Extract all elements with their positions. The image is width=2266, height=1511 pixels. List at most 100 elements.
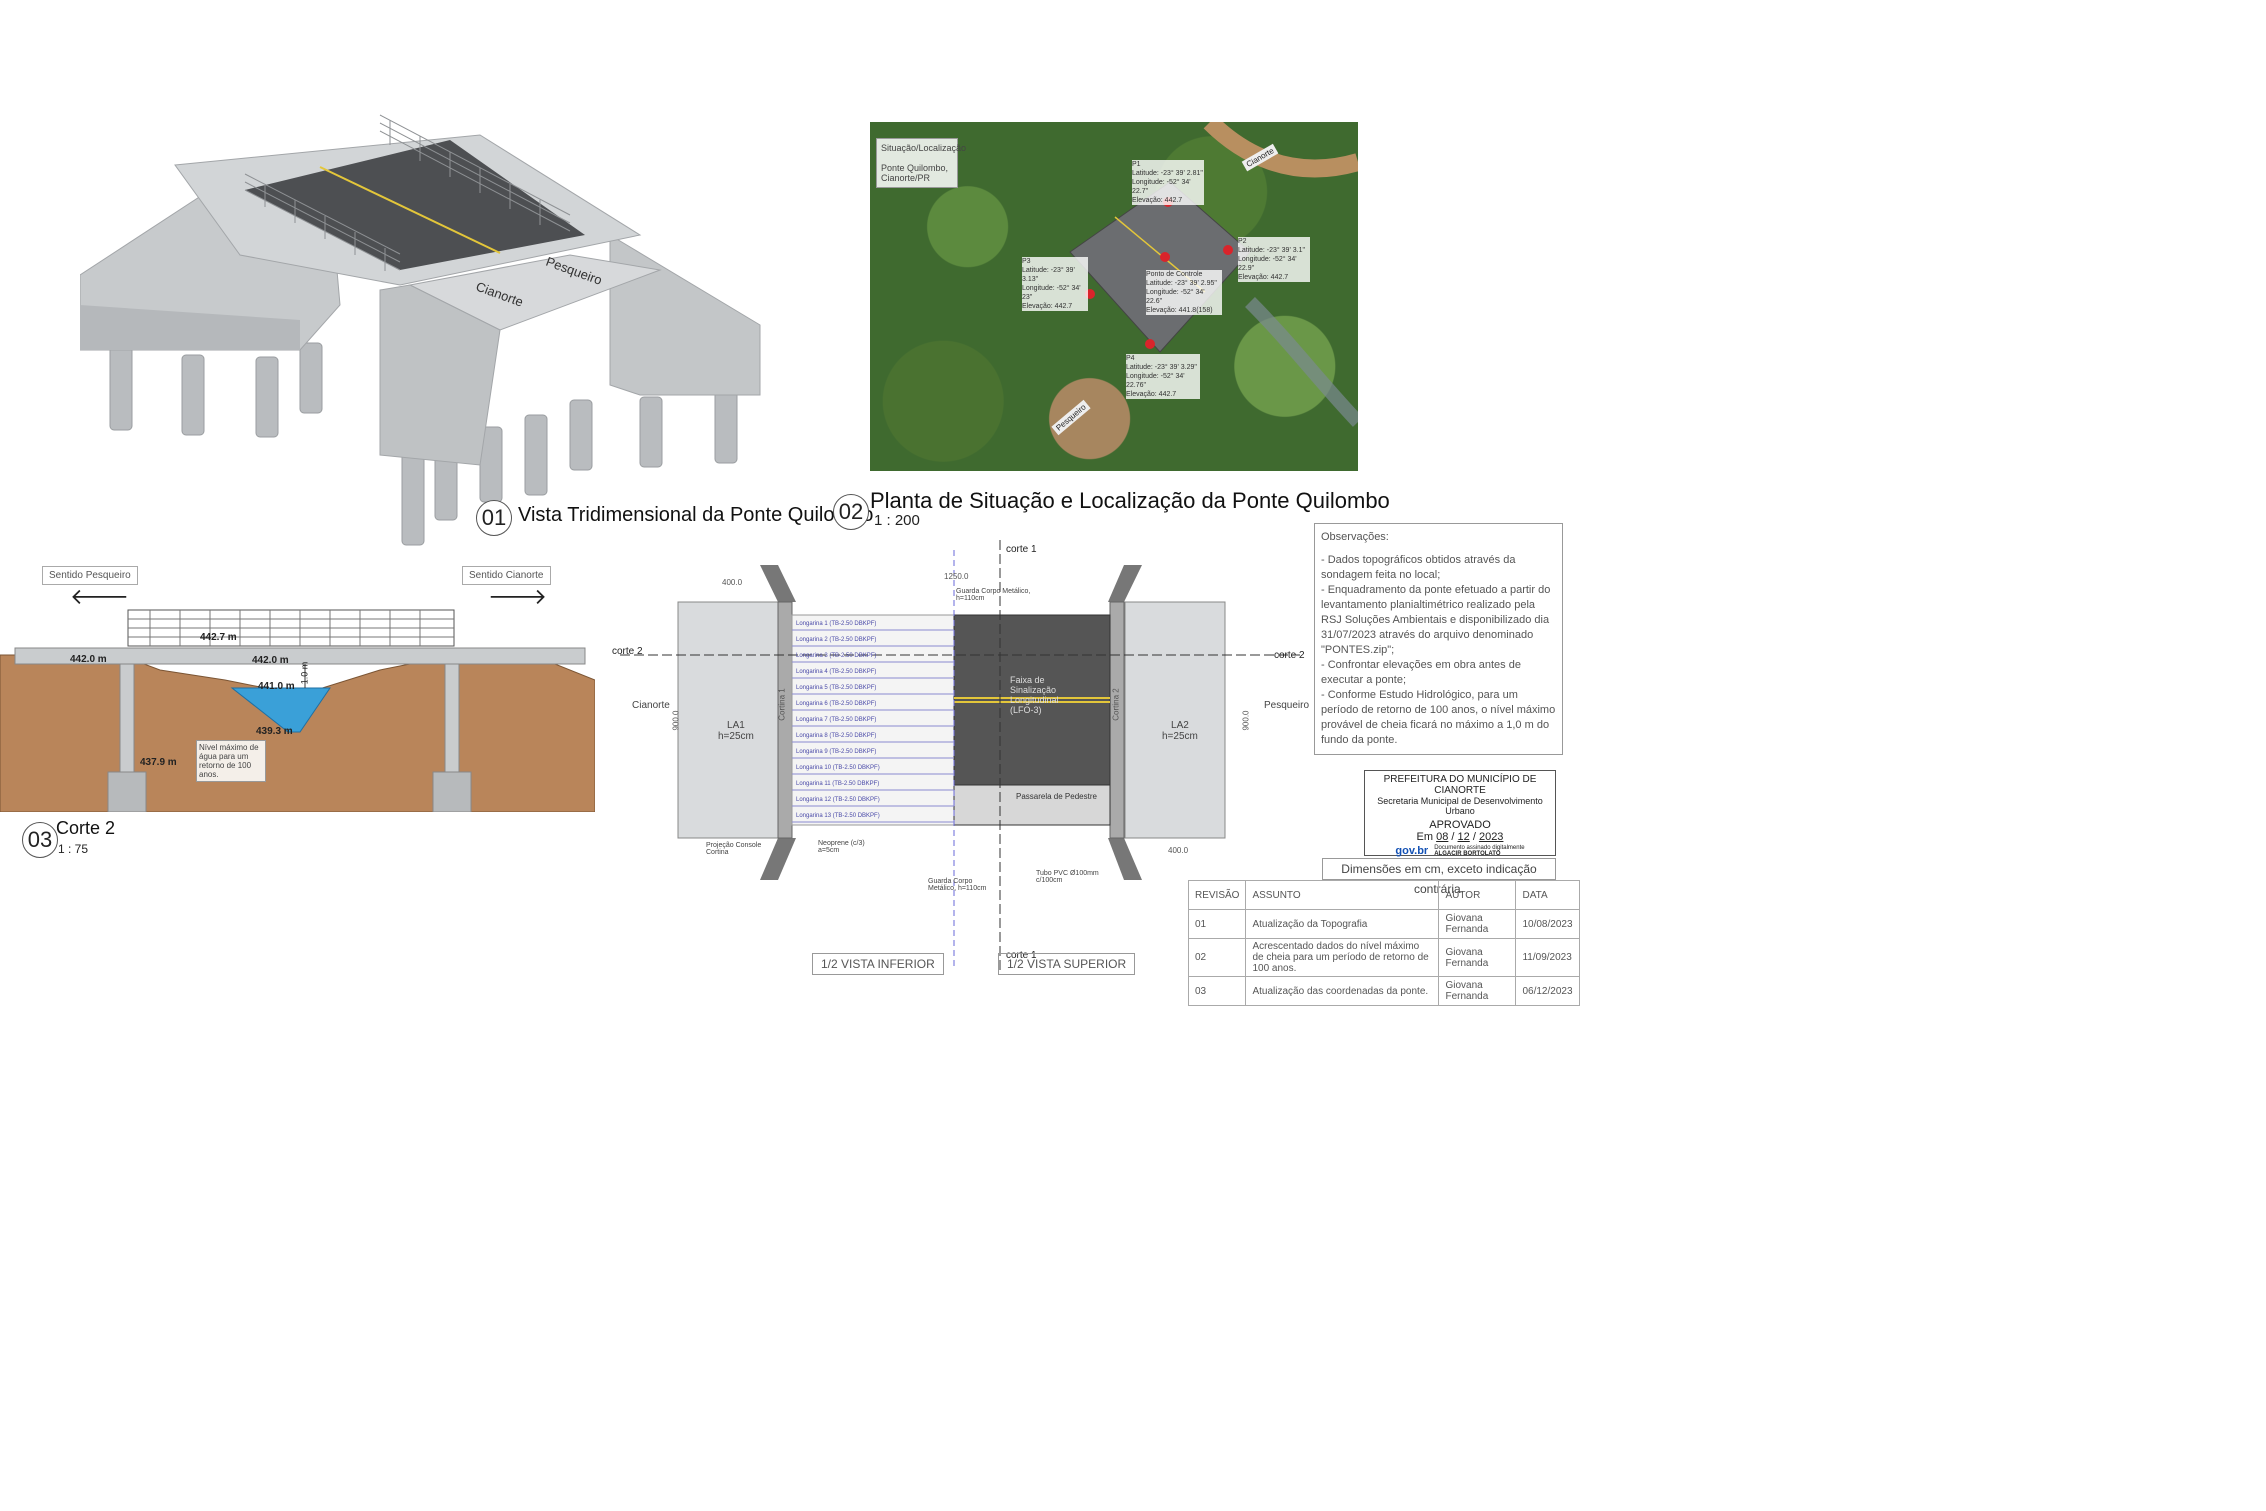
longarina-label: Longarina 3 (TB-2.50 DBKPF) xyxy=(796,653,877,659)
subject-col-header: ASSUNTO xyxy=(1245,880,1440,910)
bridge-3d-illustration: Cianorte Pesqueiro xyxy=(79,114,761,546)
author-cell: Giovana Fernanda xyxy=(1438,976,1517,1006)
dim-400-left: 400.0 xyxy=(722,578,743,587)
note-item-1: - Dados topográficos obtidos através da … xyxy=(1321,554,1516,581)
stamp-line1: PREFEITURA DO MUNICÍPIO DE CIANORTE xyxy=(1383,774,1537,796)
note-item-2: - Enquadramento da ponte efetuado a part… xyxy=(1321,584,1551,656)
situation-place: Ponte Quilombo, Cianorte/PR xyxy=(881,163,949,183)
note-item-3: - Confrontar elevações em obra antes de … xyxy=(1321,659,1521,686)
longarina-label: Longarina 9 (TB-2.50 DBKPF) xyxy=(796,749,877,755)
point-p3-name: P3 xyxy=(1022,258,1031,265)
view-01-number: 01 xyxy=(476,500,512,536)
point-control-label: Ponto de Controle Latitude: -23° 39' 2.9… xyxy=(1146,270,1222,315)
plan-dir-pesqueiro: Pesqueiro xyxy=(1264,700,1310,711)
view-03-scale: 1 : 75 xyxy=(58,842,89,856)
cortina-2-label: Cortina 2 xyxy=(1111,688,1121,721)
view-03-number: 03 xyxy=(22,822,58,858)
author-cell: Giovana Fernanda xyxy=(1438,938,1517,977)
dim-400-right: 400.0 xyxy=(1168,846,1189,855)
date-cell: 11/09/2023 xyxy=(1515,938,1580,977)
la2-h: h=25cm xyxy=(1162,731,1198,742)
corte1-bottom: corte 1 xyxy=(1006,950,1037,961)
subject-cell: Acrescentado dados do nível máximo de ch… xyxy=(1245,938,1440,977)
govbr-logo-icon: gov.br xyxy=(1395,845,1429,857)
dimension-note: Dimensões em cm, exceto indicação contrá… xyxy=(1322,858,1556,896)
arrow-left-icon: 🡐 xyxy=(70,584,129,609)
level-442-0-mid: 442.0 m xyxy=(252,655,289,666)
longarinas-list: Longarina 1 (TB-2.50 DBKPF)Longarina 2 (… xyxy=(796,616,946,824)
view-02-scale: 1 : 200 xyxy=(874,512,920,529)
stamp-signer: ALGACIR BORTOLATO xyxy=(1434,851,1501,857)
longarina-label: Longarina 8 (TB-2.50 DBKPF) xyxy=(796,733,877,739)
table-row: 03 Atualização das coordenadas da ponte.… xyxy=(1187,976,1580,1006)
stamp-day: 08 xyxy=(1436,831,1449,843)
corte2-left: corte 2 xyxy=(612,646,643,657)
point-p2-lon: Longitude: -52° 34' 22.9" xyxy=(1238,256,1297,272)
subject-cell: Atualização da Topografia xyxy=(1245,909,1440,939)
point-p4-elev: Elevação: 442.7 xyxy=(1126,391,1177,398)
arrow-right-icon: 🡒 xyxy=(488,584,547,609)
longarina-label: Longarina 7 (TB-2.50 DBKPF) xyxy=(796,717,877,723)
view-02-title: Planta de Situação e Localização da Pont… xyxy=(870,488,1390,513)
stamp-line2: Secretaria Municipal de Desenvolvimento … xyxy=(1377,796,1543,816)
longarina-label: Longarina 5 (TB-2.50 DBKPF) xyxy=(796,685,877,691)
rev-col-header: REVISÃO xyxy=(1187,880,1247,910)
aerial-photo: Situação/Localização Ponte Quilombo, Cia… xyxy=(870,122,1358,471)
guarda-top-label: Guarda Corpo Metálico, h=110cm xyxy=(956,588,1031,602)
point-p2-elev: Elevação: 442.7 xyxy=(1238,274,1289,281)
tubo-label: Tubo PVC Ø100mm c/100cm xyxy=(1036,870,1099,884)
point-p1-elev: Elevação: 442.7 xyxy=(1132,197,1183,204)
stamp-year: 2023 xyxy=(1478,831,1504,843)
la2-text: LA2 xyxy=(1171,720,1189,731)
passarela-label: Passarela de Pedestre xyxy=(1016,792,1097,801)
direction-pesqueiro: Sentido Pesqueiro xyxy=(42,566,138,585)
stamp-sign-text: Documento assinado digitalmente xyxy=(1434,845,1525,851)
view-03-title: Corte 2 xyxy=(56,818,116,838)
guarda-bottom-label: Guarda Corpo Metálico, h=110cm xyxy=(928,878,987,892)
point-p3-label: P3 Latitude: -23° 39' 3.13" Longitude: -… xyxy=(1022,257,1088,311)
point-p3-lat: Latitude: -23° 39' 3.13" xyxy=(1022,267,1075,283)
point-p4-lat: Latitude: -23° 39' 3.29" xyxy=(1126,364,1197,371)
level-441-0: 441.0 m xyxy=(258,681,295,692)
longarina-label: Longarina 2 (TB-2.50 DBKPF) xyxy=(796,637,877,643)
point-p1-name: P1 xyxy=(1132,161,1141,168)
point-p2-lat: Latitude: -23° 39' 3.1" xyxy=(1238,247,1305,254)
dim-1250: 1250.0 xyxy=(944,572,969,581)
longarina-label: Longarina 10 (TB-2.50 DBKPF) xyxy=(796,765,880,771)
level-442-7: 442.7 m xyxy=(200,632,237,643)
point-p4-name: P4 xyxy=(1126,355,1135,362)
point-p4-label: P4 Latitude: -23° 39' 3.29" Longitude: -… xyxy=(1126,354,1200,399)
point-p1-lon: Longitude: -52° 34' 22.7" xyxy=(1132,179,1191,195)
point-p1-lat: Latitude: -23° 39' 2.81" xyxy=(1132,170,1203,177)
dim-900-left: 900.0 xyxy=(671,710,681,731)
notes-box: Observações: - Dados topográficos obtido… xyxy=(1314,523,1563,755)
author-cell: Giovana Fernanda xyxy=(1438,909,1517,939)
girder-lines xyxy=(792,629,954,823)
subject-cell: Atualização das coordenadas da ponte. xyxy=(1245,976,1440,1006)
view-02-number: 02 xyxy=(833,494,869,530)
plan-view: LA1 h=25cm LA2 h=25cm Cianorte Pesqueiro… xyxy=(600,530,1320,980)
date-cell: 06/12/2023 xyxy=(1515,976,1580,1006)
longarina-label: Longarina 12 (TB-2.50 DBKPF) xyxy=(796,797,880,803)
point-control-lat: Latitude: -23° 39' 2.95" xyxy=(1146,280,1217,287)
corte1-top: corte 1 xyxy=(1006,544,1037,555)
faixa-label: Faixa de Sinalização Longitudinal (LFO-3… xyxy=(1010,675,1059,715)
level-442-0-left: 442.0 m xyxy=(70,654,107,665)
view-01-title: Vista Tridimensional da Ponte Quilombo xyxy=(518,504,874,526)
la2-label: LA2 h=25cm xyxy=(1162,720,1198,742)
stamp-date: Em 08 / 12 / 2023 xyxy=(1416,831,1504,843)
situation-title: Situação/Localização xyxy=(881,143,967,153)
table-row: 01 Atualização da Topografia Giovana Fer… xyxy=(1187,909,1580,939)
view-01-3d: Cianorte Pesqueiro xyxy=(79,95,780,565)
vista-superior-label: 1/2 VISTA SUPERIOR xyxy=(998,953,1136,975)
table-row: 02 Acrescentado dados do nível máximo de… xyxy=(1187,938,1580,977)
longarina-label: Longarina 11 (TB-2.50 DBKPF) xyxy=(796,781,880,787)
notes-title: Observações: xyxy=(1321,531,1389,543)
revision-table: REVISÃO ASSUNTO AUTOR DATA 01 Atualizaçã… xyxy=(1187,880,1580,1006)
flood-note: Nível máximo de água para um retorno de … xyxy=(196,740,266,782)
point-p4-lon: Longitude: -52° 34' 22.76" xyxy=(1126,373,1185,389)
la1-h: h=25cm xyxy=(718,731,754,742)
stamp-status: APROVADO xyxy=(1429,819,1491,831)
stamp-month: 12 xyxy=(1457,831,1470,843)
rev-cell: 01 xyxy=(1187,909,1247,939)
